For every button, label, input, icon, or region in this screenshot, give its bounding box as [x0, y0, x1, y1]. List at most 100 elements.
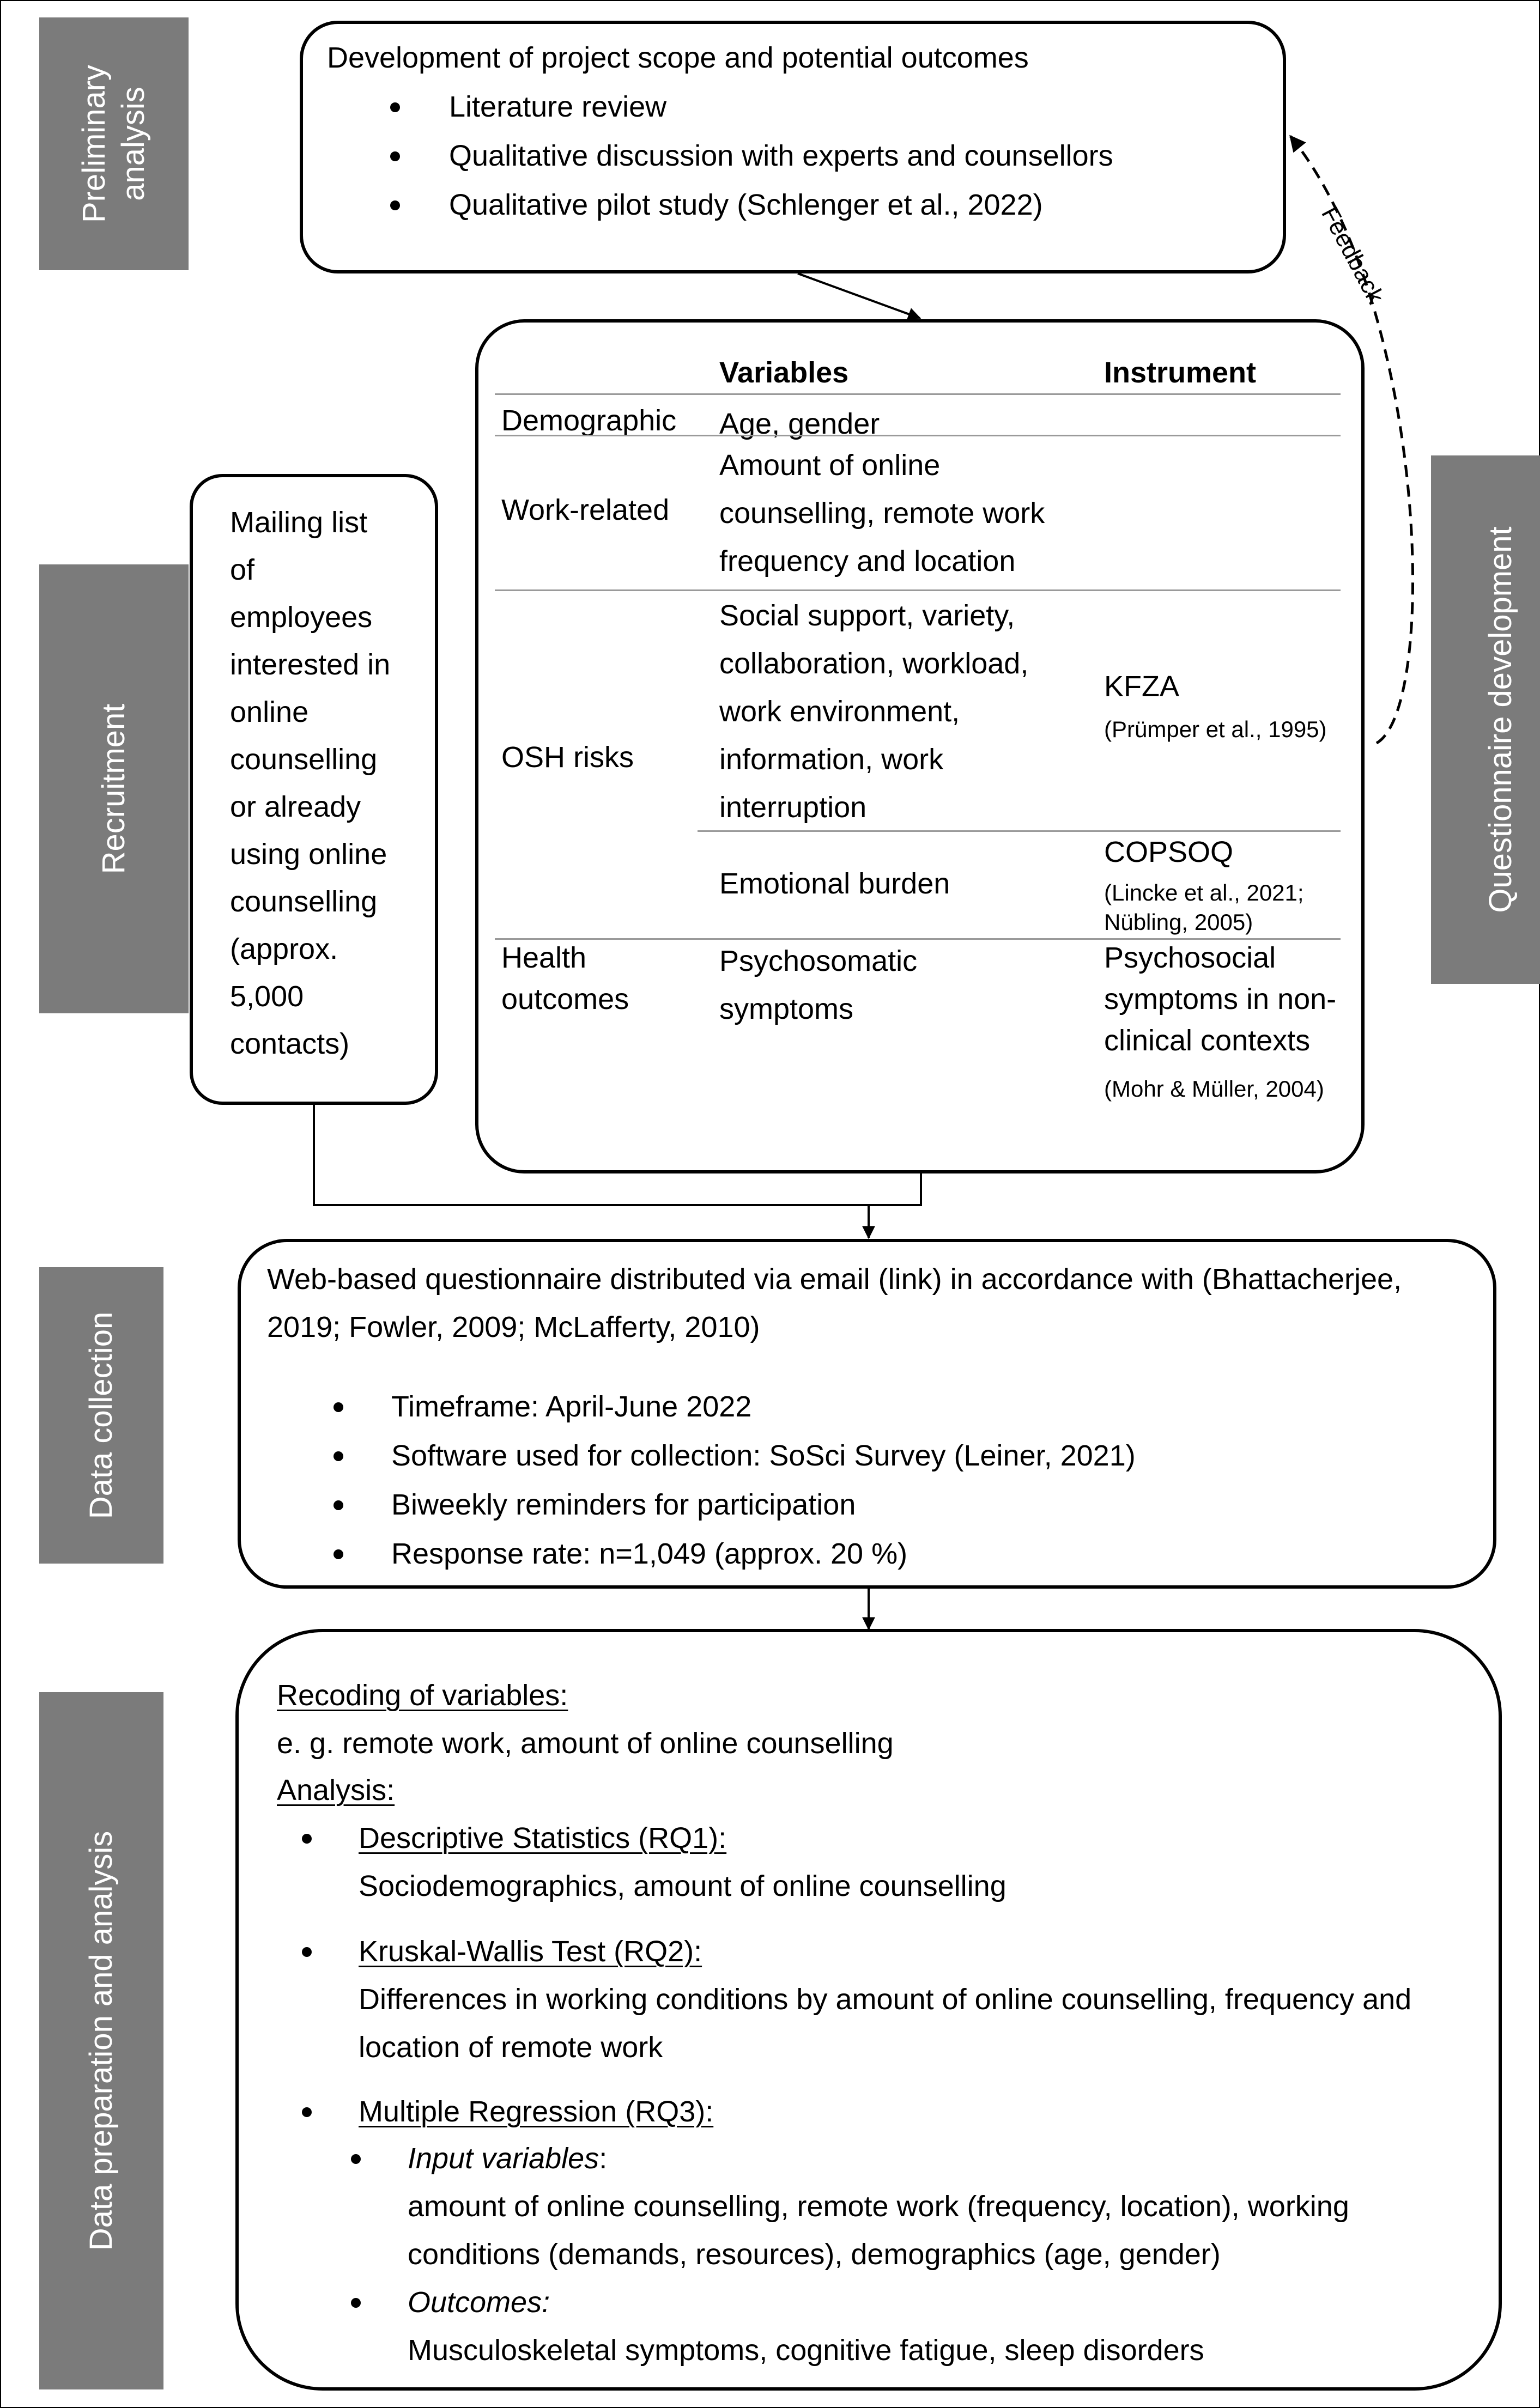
column-header-variables: Variables: [719, 356, 849, 389]
scope-title: Development of project scope and potenti…: [327, 41, 1029, 74]
table-row-rule: [495, 435, 1341, 436]
analysis-sub-text: Musculoskeletal symptoms, cognitive fati…: [408, 2334, 1204, 2367]
table-category: Demographic: [501, 400, 676, 441]
feedback-label: Feedback: [1316, 203, 1389, 308]
table-instrument-reference: (Prümper et al., 1995): [1104, 715, 1327, 744]
mailing-list-line: counselling: [230, 743, 378, 776]
table-instrument-reference-line: (Lincke et al., 2021;: [1104, 880, 1304, 905]
table-category-line: OSH risks: [501, 741, 634, 774]
mailing-list-line: employees: [230, 601, 373, 634]
collection-bullet: Software used for collection: SoSci Surv…: [391, 1439, 1136, 1472]
analysis-item-text: location of remote work: [359, 2031, 663, 2064]
mailing-list-line: (approx.: [230, 933, 338, 965]
mailing-list-line: using online: [230, 838, 387, 871]
table-variables-line: work environment,: [719, 695, 960, 728]
collection-bullet: Timeframe: April-June 2022: [391, 1390, 752, 1423]
table-instrument-line: KFZA: [1104, 670, 1180, 703]
table-row-rule: [495, 589, 1341, 591]
analysis-item-text: Differences in working conditions by amo…: [359, 1983, 1412, 2016]
analysis-sub-text: amount of online counselling, remote wor…: [408, 2190, 1349, 2223]
table-variables-line: Emotional burden: [719, 867, 950, 900]
bullet-dot: [390, 151, 400, 161]
table-instrument-line: symptoms in non-: [1104, 983, 1337, 1016]
column-header-instrument: Instrument: [1104, 356, 1257, 389]
table-category-line: outcomes: [501, 983, 629, 1016]
table-instrument-line: COPSOQ: [1104, 836, 1234, 868]
mailing-list-line: contacts): [230, 1027, 350, 1060]
questionnaire-box: Variables Instrument Demographic Age, gen…: [475, 319, 1365, 1173]
table-instrument-reference: (Mohr & Müller, 2004): [1104, 1074, 1324, 1104]
table-category-line: Work-related: [501, 494, 670, 526]
table-instrument-line: Psychosocial: [1104, 941, 1276, 974]
table-variables: Psychosomatic symptoms: [719, 937, 917, 1033]
table-variables-line: Social support, variety,: [719, 599, 1015, 632]
analysis-item-heading: Descriptive Statistics (RQ1):: [359, 1822, 727, 1854]
table-variables: Social support, variety, collaboration, w…: [719, 592, 1028, 831]
analysis-box: Recoding of variables: e. g. remote work…: [235, 1629, 1502, 2391]
collection-bullet: Biweekly reminders for participation: [391, 1488, 856, 1521]
mailing-list-line: or already: [230, 790, 361, 823]
scope-bullet: Qualitative pilot study (Schlenger et al…: [449, 188, 1043, 221]
collection-bullet: Response rate: n=1,049 (approx. 20 %): [391, 1537, 908, 1570]
table-instrument-reference-line: (Prümper et al., 1995): [1104, 716, 1327, 742]
arrow-scope-to-questionnaire: [797, 272, 921, 320]
mailing-list-line: interested in: [230, 648, 391, 681]
table-variables-line: Amount of online: [719, 449, 941, 482]
table-variables-line: frequency and location: [719, 545, 1016, 577]
analysis-sub-text: conditions (demands, resources), demogra…: [408, 2238, 1221, 2271]
recoding-heading: Recoding of variables:: [277, 1679, 568, 1712]
mailing-list-line: Mailing list: [230, 506, 368, 539]
stage-questionnaire-development: Questionnaire development: [1431, 455, 1540, 984]
mailing-list-line: online: [230, 696, 309, 728]
bullet-dot: [334, 1451, 343, 1461]
scope-box: Development of project scope and potenti…: [300, 21, 1286, 273]
analysis-sub-heading: Input variables:: [408, 2135, 607, 2182]
table-instrument-reference-line: (Mohr & Müller, 2004): [1104, 1076, 1324, 1102]
bullet-dot: [390, 102, 400, 112]
table-instrument: KFZA: [1104, 666, 1179, 707]
analysis-sub-label: Outcomes:: [408, 2286, 550, 2319]
table-variables-line: symptoms: [719, 993, 854, 1025]
table-header-rule: [495, 393, 1341, 395]
analysis-item-text: Sociodemographics, amount of online coun…: [359, 1870, 1007, 1902]
collection-intro-line: Web-based questionnaire distributed via …: [267, 1263, 1402, 1296]
analysis-sub-label: Input variables: [408, 2142, 599, 2175]
table-instrument: COPSOQ: [1104, 831, 1233, 873]
table-category: OSH risks: [501, 737, 634, 778]
table-variables-line: interruption: [719, 791, 867, 824]
feedback-arrow: [1289, 135, 1414, 745]
table-variables-line: collaboration, workload,: [719, 647, 1029, 680]
table-category-line: Health: [501, 941, 587, 974]
analysis-sub-heading: Outcomes:: [408, 2278, 550, 2326]
bullet-dot: [334, 1402, 343, 1412]
analysis-item-heading: Multiple Regression (RQ3):: [359, 2095, 714, 2128]
bullet-dot: [351, 2298, 361, 2308]
stage-recruitment: Recruitment: [39, 564, 189, 1013]
recoding-text: e. g. remote work, amount of online coun…: [277, 1727, 894, 1760]
scope-bullet: Literature review: [449, 90, 667, 123]
table-variables: Age, gender: [719, 400, 880, 448]
bullet-dot: [302, 1834, 312, 1844]
table-instrument: Psychosocial symptoms in non-clinical con…: [1104, 937, 1336, 1061]
bullet-dot: [334, 1549, 343, 1559]
data-collection-box: Web-based questionnaire distributed via …: [238, 1239, 1496, 1589]
table-instrument-reference-line: Nübling, 2005): [1104, 909, 1253, 935]
stage-data-collection: Data collection: [39, 1267, 163, 1564]
merge-connector: [313, 1104, 922, 1206]
analysis-sub-suffix: :: [599, 2142, 608, 2175]
analysis-heading: Analysis:: [277, 1774, 395, 1807]
table-instrument-line: clinical contexts: [1104, 1024, 1311, 1057]
table-instrument-reference: (Lincke et al., 2021; Nübling, 2005): [1104, 878, 1304, 937]
table-category: Health outcomes: [501, 937, 629, 1020]
analysis-item-heading: Kruskal-Wallis Test (RQ2):: [359, 1935, 702, 1968]
bullet-dot: [390, 200, 400, 210]
mailing-list-line: counselling: [230, 885, 378, 918]
table-variables-line: Psychosomatic: [719, 945, 918, 977]
mailing-list-line: 5,000: [230, 980, 304, 1013]
